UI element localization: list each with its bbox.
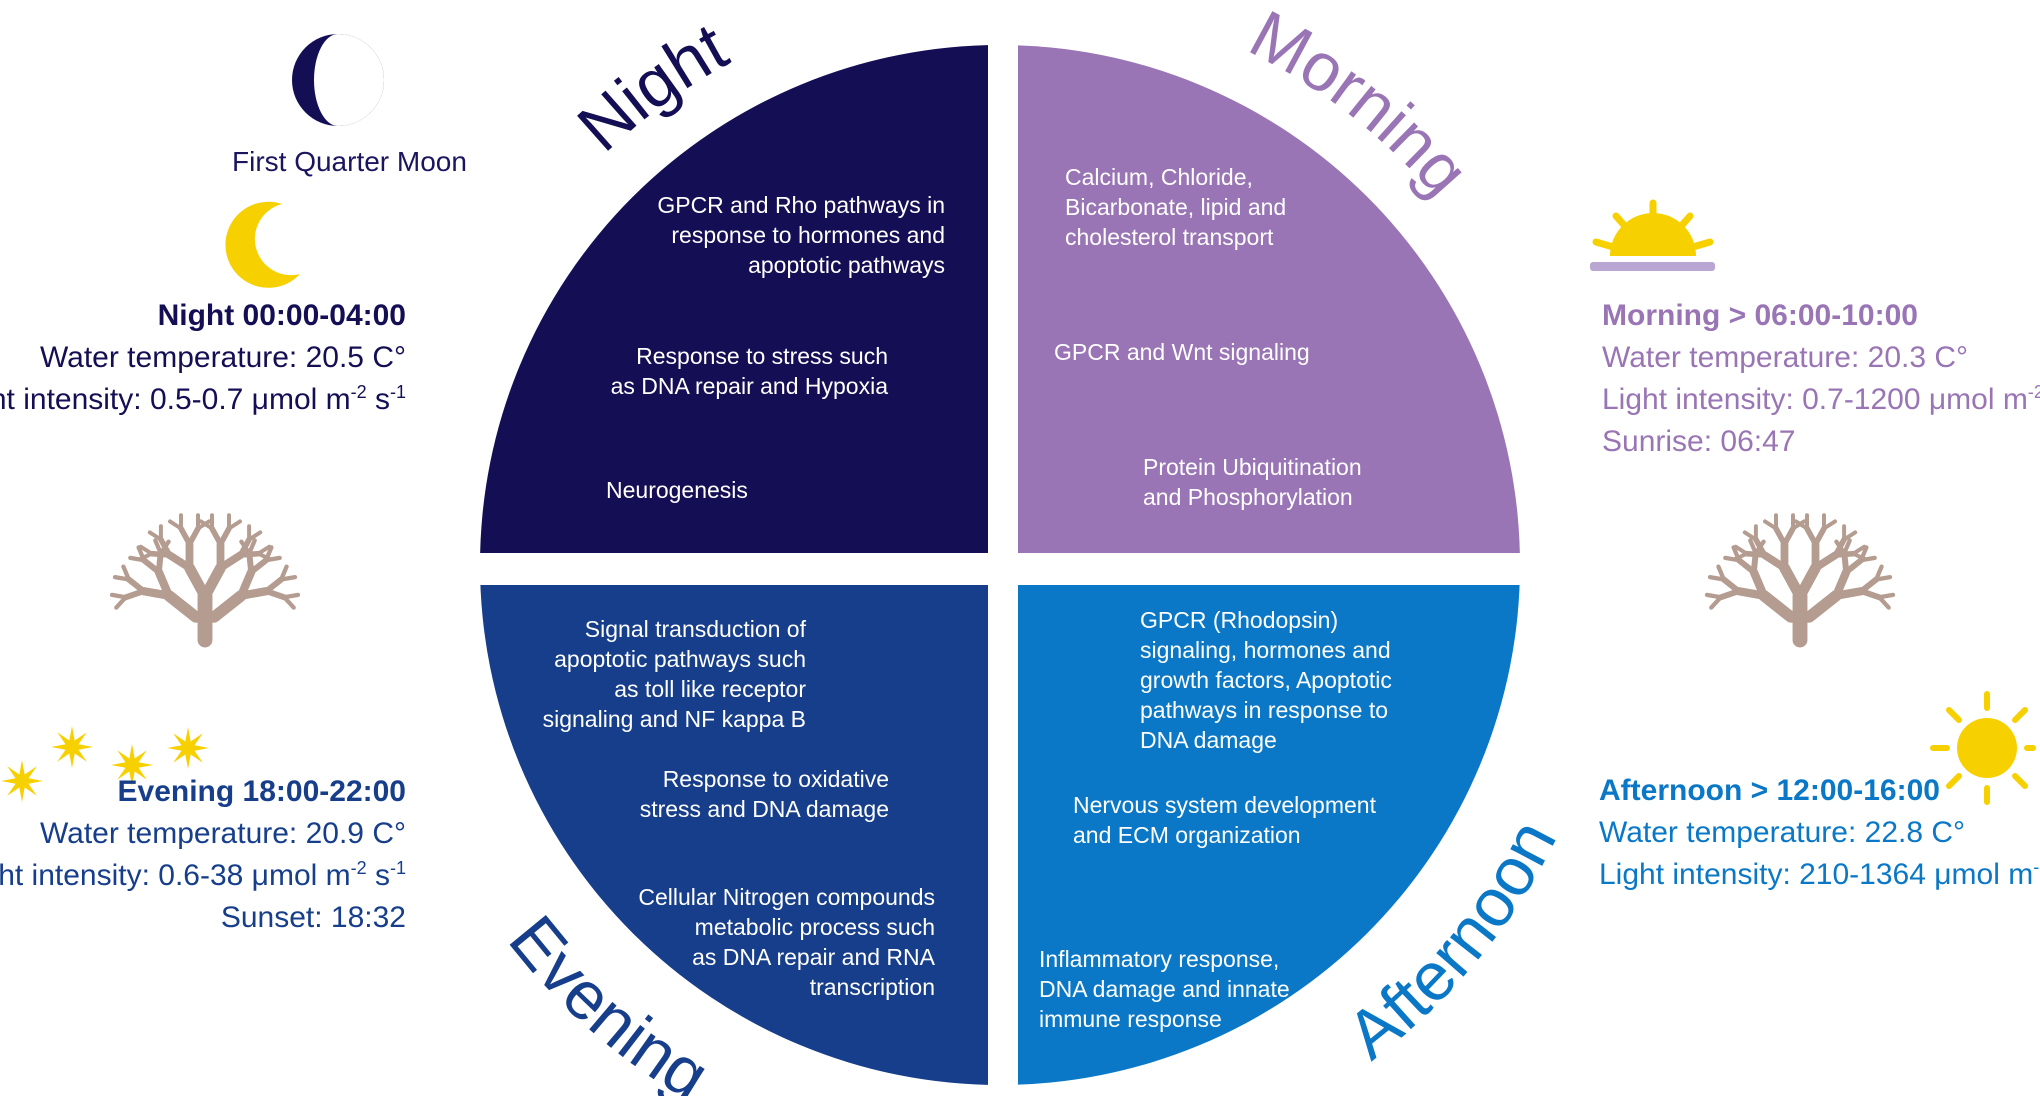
afternoon-water-temperature: Water temperature: 22.8 C° — [1599, 816, 1966, 849]
night-info: Night 00:00-04:00 Water temperature: 20.… — [0, 295, 406, 421]
afternoon-process-1: GPCR (Rhodopsin) signaling, hormones and… — [1140, 607, 1392, 753]
rising-sun-icon — [1590, 199, 1715, 271]
evening-sunset: Sunset: 18:32 — [220, 901, 406, 934]
evening-process-2: Response to oxidative stress and DNA dam… — [639, 766, 889, 822]
afternoon-process-3: Inflammatory response, DNA damage and in… — [1039, 946, 1290, 1032]
morning-light-intensity: Light intensity: 0.7-1200 μmol m-2 s-1 — [1602, 382, 2040, 416]
morning-water-temperature: Water temperature: 20.3 C° — [1602, 341, 1969, 374]
stars-icon — [1, 726, 209, 802]
evening-info: Evening 18:00-22:00 Water temperature: 2… — [0, 771, 406, 939]
morning-info-header: Morning > 06:00-10:00 — [1602, 299, 1918, 332]
afternoon-light-intensity: Light intensity: 210-1364 μmol m-2s-1 — [1599, 857, 2040, 891]
coral-icon — [109, 513, 301, 648]
evening-water-temperature: Water temperature: 20.9 C° — [39, 817, 406, 850]
afternoon-process-2: Nervous system development and ECM organ… — [1073, 792, 1376, 848]
crescent-moon-icon — [225, 201, 300, 288]
night-process-3: Neurogenesis — [606, 477, 748, 503]
first-quarter-moon-icon — [292, 34, 384, 126]
morning-process-1: Calcium, Chloride, Bicarbonate, lipid an… — [1065, 164, 1287, 250]
evening-process-3: Cellular Nitrogen compounds metabolic pr… — [638, 884, 935, 1000]
afternoon-info-header: Afternoon > 12:00-16:00 — [1599, 774, 1940, 807]
night-info-header: Night 00:00-04:00 — [157, 299, 406, 332]
sun-icon — [1930, 691, 2036, 805]
night-process-1: GPCR and Rho pathways in response to hor… — [657, 192, 945, 278]
evening-info-header: Evening 18:00-22:00 — [117, 775, 406, 808]
morning-process-2: GPCR and Wnt signaling — [1054, 339, 1310, 365]
evening-light-intensity: Light intensity: 0.6-38 μmol m-2 s-1 — [0, 858, 406, 892]
afternoon-info: Afternoon > 12:00-16:00 Water temperatur… — [1599, 770, 2040, 896]
coral-icon — [1704, 513, 1896, 648]
night-process-2: Response to stress such as DNA repair an… — [610, 343, 888, 399]
night-light-intensity: Light intensity: 0.5-0.7 μmol m-2 s-1 — [0, 382, 406, 416]
night-water-temperature: Water temperature: 20.5 C° — [39, 341, 406, 374]
moon-phase-caption: First Quarter Moon — [232, 146, 467, 177]
evening-process-1: Signal transduction of apoptotic pathway… — [542, 616, 806, 732]
morning-info: Morning > 06:00-10:00 Water temperature:… — [1602, 295, 2040, 463]
morning-process-3: Protein Ubiquitination and Phosphorylati… — [1143, 454, 1362, 510]
morning-sunrise: Sunrise: 06:47 — [1602, 425, 1796, 458]
